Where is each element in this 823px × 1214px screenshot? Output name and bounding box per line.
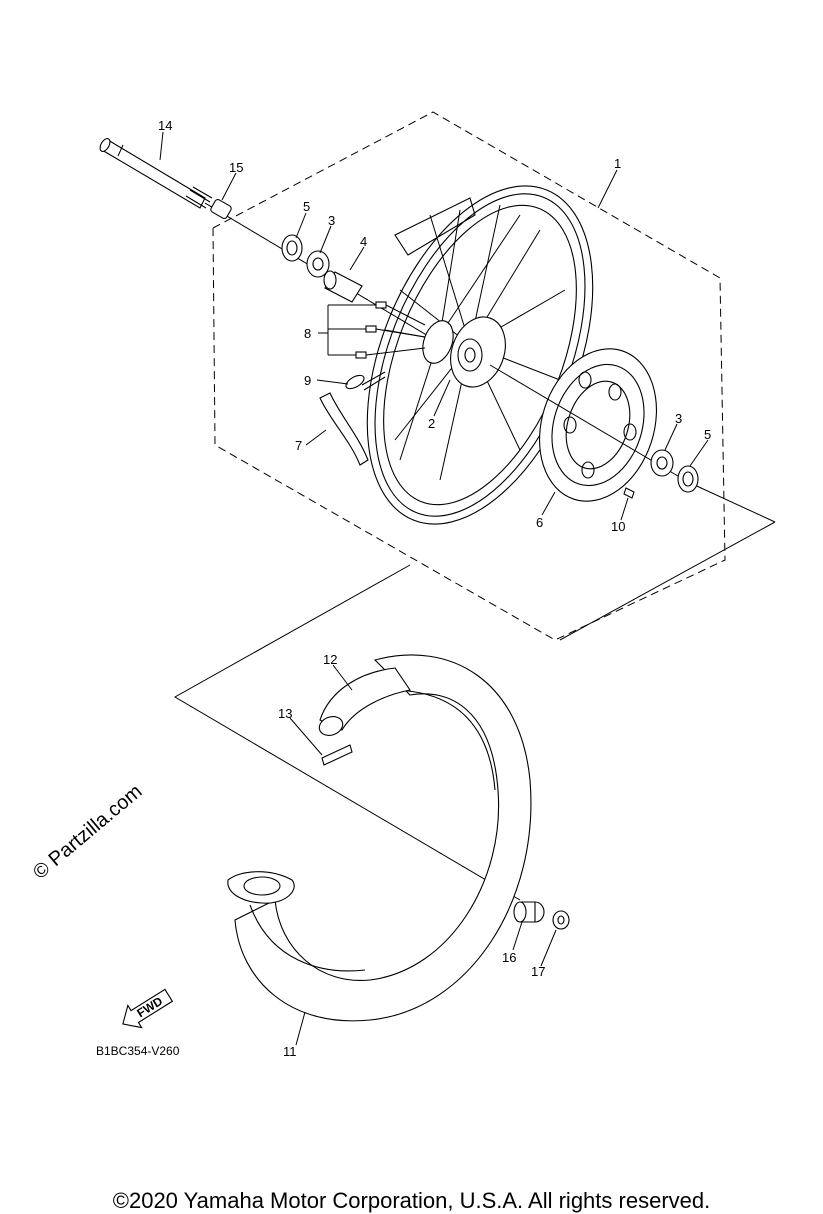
copyright-notice: ©2020 Yamaha Motor Corporation, U.S.A. A… xyxy=(112,1188,711,1213)
oil-seal-part-5-right[interactable] xyxy=(677,465,699,493)
collar-part-16[interactable] xyxy=(210,198,233,220)
hub-part-2[interactable] xyxy=(417,309,514,394)
fwd-arrow-icon: FWD xyxy=(122,988,174,1029)
leader-lines xyxy=(159,131,709,1046)
callout-3-right: 3 xyxy=(675,411,682,426)
callout-1: 1 xyxy=(614,156,621,171)
callout-5-left: 5 xyxy=(303,199,310,214)
callout-6: 6 xyxy=(536,515,543,530)
callout-5-right: 5 xyxy=(704,427,711,442)
callout-12: 12 xyxy=(323,652,337,667)
callout-10: 10 xyxy=(611,519,625,534)
nut-part-17[interactable] xyxy=(552,910,570,930)
bearing-part-3-left[interactable] xyxy=(306,250,330,278)
callout-14: 14 xyxy=(158,118,172,133)
callout-13: 13 xyxy=(278,706,292,721)
callout-4: 4 xyxy=(360,234,367,249)
tube-part-12[interactable] xyxy=(317,667,411,739)
callout-3-left: 3 xyxy=(328,213,335,228)
rim-band-part-7[interactable] xyxy=(319,392,369,466)
assembly-plane-tire xyxy=(173,564,521,901)
tire-part-11[interactable] xyxy=(227,654,532,1022)
partzilla-watermark: © Partzilla.com xyxy=(29,780,146,883)
callout-7: 7 xyxy=(295,438,302,453)
exploded-parts-diagram: 14 15 5 3 4 1 8 9 2 7 6 10 3 5 12 13 11 … xyxy=(29,111,776,1059)
bolt-part-10[interactable] xyxy=(623,487,635,499)
assembly-boundary-wheel xyxy=(212,111,726,641)
rim-strip-part-13[interactable] xyxy=(321,744,353,766)
oil-seal-part-5-left[interactable] xyxy=(281,234,303,262)
callout-8: 8 xyxy=(304,326,311,341)
assembly-plane-right xyxy=(559,521,776,641)
collar-part-15[interactable] xyxy=(513,901,545,923)
brake-disc-part-6[interactable] xyxy=(521,334,676,517)
diagram-code: B1BC354-V260 xyxy=(96,1044,180,1058)
spacer-part-4[interactable] xyxy=(323,270,363,303)
callout-17: 17 xyxy=(531,964,545,979)
callout-11: 11 xyxy=(283,1044,297,1059)
callout-2: 2 xyxy=(428,416,435,431)
axle-part-14[interactable] xyxy=(98,137,213,209)
spoke-nipples-part-8[interactable] xyxy=(355,301,426,359)
callout-9: 9 xyxy=(304,373,311,388)
callout-16: 15 xyxy=(229,160,243,175)
callout-15: 16 xyxy=(502,950,516,965)
valve-part-9[interactable] xyxy=(344,371,386,391)
bearing-part-3-right[interactable] xyxy=(650,449,674,477)
